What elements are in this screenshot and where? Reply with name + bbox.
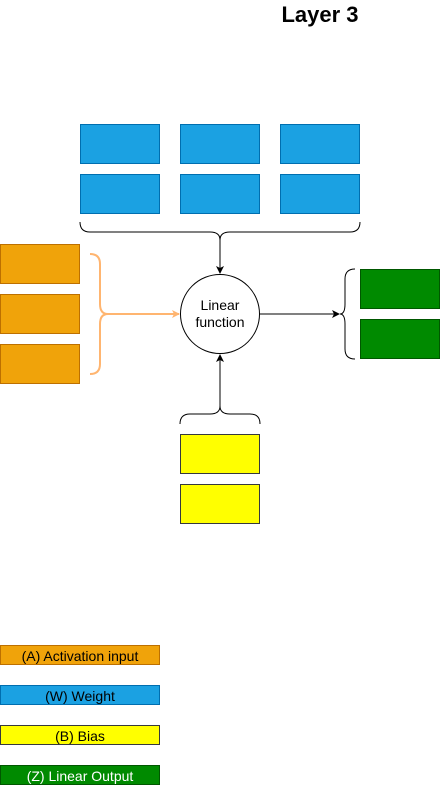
activation-cell: [0, 294, 80, 334]
activation-bracket: [89, 253, 109, 375]
weight-cell: [180, 174, 260, 214]
node-label-line1: Linear: [200, 297, 240, 313]
layer-title: Layer 3: [281, 2, 359, 27]
weight-cell: [80, 124, 160, 164]
legend-bias: (B) Bias: [0, 725, 160, 745]
bias-bracket: [179, 405, 261, 425]
legend-output: (Z) Linear Output: [0, 765, 160, 785]
linear-function-label: Linear function: [185, 297, 255, 331]
weight-cell: [280, 124, 360, 164]
weight-bracket: [79, 221, 361, 241]
weight-cell: [80, 174, 160, 214]
legend-activation: (A) Activation input: [0, 645, 160, 665]
weight-cell: [280, 174, 360, 214]
activation-cell: [0, 244, 80, 284]
legend-weight: (W) Weight: [0, 685, 160, 705]
node-label-line2: function: [195, 314, 245, 330]
bias-cell: [180, 434, 260, 474]
output-cell: [360, 269, 440, 309]
activation-cell: [0, 344, 80, 384]
linear-function-node: Linear function: [180, 274, 260, 354]
weight-cell: [180, 124, 260, 164]
output-bracket: [339, 268, 356, 360]
output-cell: [360, 319, 440, 359]
bias-cell: [180, 484, 260, 524]
